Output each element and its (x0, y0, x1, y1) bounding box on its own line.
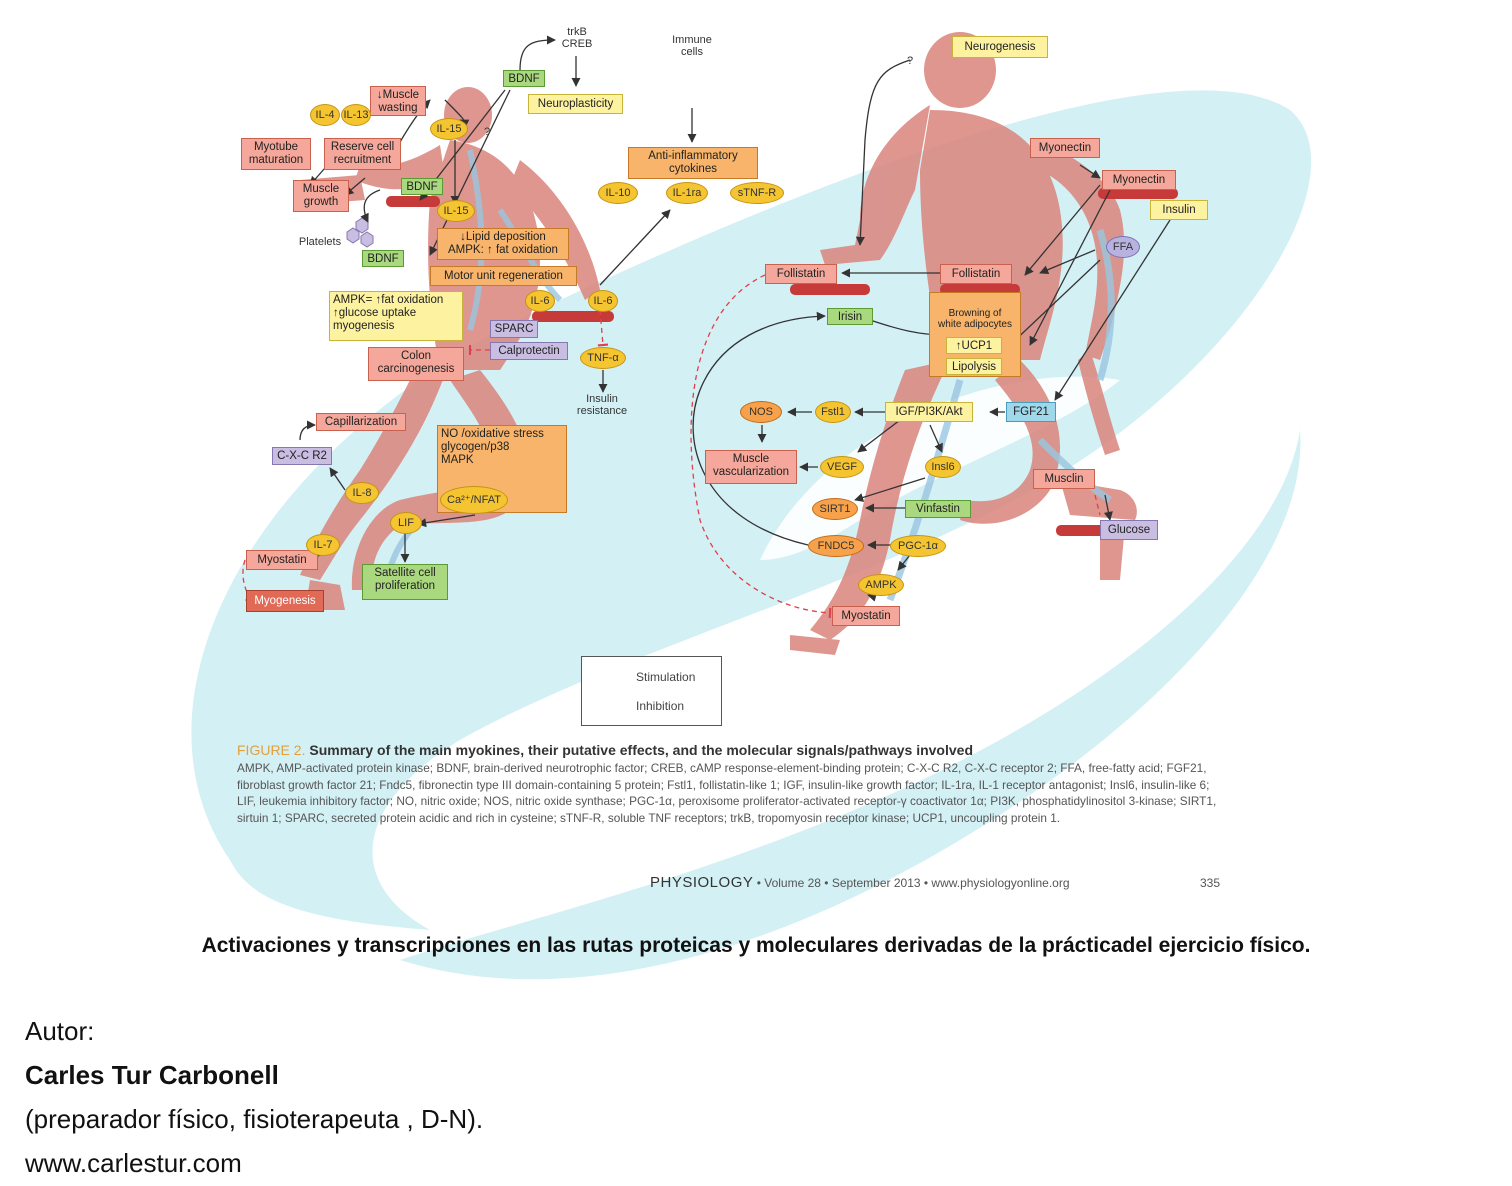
box-follistatin-left: Follistatin (765, 264, 837, 284)
box-glucose: Glucose (1100, 520, 1158, 540)
journal-details: • Volume 28 • September 2013 • www.physi… (753, 876, 1070, 890)
box-lipid-deposition: ↓Lipid deposition AMPK: ↑ fat oxidation (437, 228, 569, 260)
oval-il6-b: IL-6 (588, 290, 618, 312)
box-motor-unit: Motor unit regeneration (430, 266, 577, 286)
box-cxcr2: C-X-C R2 (272, 447, 332, 465)
author-website: www.carlestur.com (25, 1148, 242, 1178)
figure-caption-title: FIGURE 2. Summary of the main myokines, … (237, 742, 1217, 758)
box-myogenesis: Myogenesis (246, 590, 324, 612)
box-myonectin-1: Myonectin (1030, 138, 1100, 158)
stimulation-arrows (297, 35, 1171, 602)
author-label: Autor: (25, 1016, 95, 1046)
oval-insl6: Insl6 (925, 456, 961, 478)
box-ampk-fat-oxidation: AMPK= ↑fat oxidation ↑glucose uptake myo… (329, 291, 463, 341)
box-myostatin-right: Myostatin (832, 606, 900, 626)
oval-il4: IL-4 (310, 104, 340, 126)
box-vinfastin: Vinfastin (905, 500, 971, 518)
box-reserve-cell: Reserve cell recruitment (324, 138, 401, 170)
journal-name: PHYSIOLOGY (650, 874, 754, 891)
box-muscle-wasting: ↓Muscle wasting (370, 86, 426, 116)
box-bdnf-top: BDNF (503, 70, 545, 87)
page-number: 335 (1200, 876, 1221, 890)
label-question-right: ? (906, 55, 914, 67)
box-insulin: Insulin (1150, 200, 1208, 220)
label-immune-cells: Immune cells (672, 34, 712, 58)
oval-sirt1: SIRT1 (812, 498, 858, 520)
box-calprotectin: Calprotectin (490, 342, 568, 360)
box-myonectin-2: Myonectin (1102, 170, 1176, 190)
box-neuroplasticity: Neuroplasticity (528, 94, 623, 114)
box-anti-inflammatory: Anti-inflammatory cytokines (628, 147, 758, 179)
oval-il7: IL-7 (306, 534, 340, 556)
page-headline: Activaciones y transcripciones en las ru… (201, 934, 1311, 957)
box-bdnf-low: BDNF (362, 250, 404, 267)
oval-il13: IL-13 (341, 104, 371, 126)
oval-lif: LIF (390, 512, 422, 534)
box-ucp1: ↑UCP1 (946, 337, 1002, 354)
oval-il15-mid: IL-15 (437, 200, 475, 222)
oval-il8: IL-8 (345, 482, 379, 504)
legend-box (581, 656, 722, 726)
oval-fstl1: Fstl1 (815, 401, 851, 423)
figure-label: FIGURE 2. (237, 742, 306, 758)
oval-il6-a: IL-6 (525, 290, 555, 312)
oval-vegf: VEGF (820, 456, 864, 478)
oval-il15-top: IL-15 (430, 118, 468, 140)
browning-label: Browning of white adipocytes (938, 308, 1012, 330)
label-insulin-resistance: Insulin resistance (576, 393, 628, 417)
box-colon-carcinogenesis: Colon carcinogenesis (368, 347, 464, 381)
oval-il1ra: IL-1ra (666, 182, 708, 204)
box-myotube-maturation: Myotube maturation (241, 138, 311, 170)
box-satellite-cell: Satellite cell proliferation (362, 564, 448, 600)
box-igf-pi3k-akt: IGF/PI3K/Akt (885, 402, 973, 422)
box-myostatin-left: Myostatin (246, 550, 318, 570)
journal-line: PHYSIOLOGY • Volume 28 • September 2013 … (650, 874, 1070, 891)
legend-inhibition: Inhibition (636, 699, 685, 713)
box-muscle-vascularization: Muscle vascularization (705, 450, 797, 484)
box-lipolysis: Lipolysis (946, 358, 1002, 375)
author-role: (preparador físico, fisioterapeuta , D-N… (25, 1104, 484, 1134)
figure-title: Summary of the main myokines, their puta… (309, 742, 973, 758)
legend-stimulation: Stimulation (636, 670, 696, 684)
author-name: Carles Tur Carbonell (25, 1060, 279, 1090)
label-platelets: Platelets (298, 236, 342, 248)
box-muscle-growth: Muscle growth (293, 180, 349, 212)
label-trkb-creb: trkB CREB (561, 26, 593, 50)
oval-ampk: AMPK (858, 574, 904, 596)
oval-pgc1a: PGC-1α (890, 535, 946, 557)
figure-caption-body: AMPK, AMP-activated protein kinase; BDNF… (237, 761, 1217, 825)
box-musclin: Musclin (1033, 469, 1095, 489)
box-irisin: Irisin (827, 308, 873, 325)
oval-ca-nfat: Ca²⁺/NFAT (440, 486, 508, 514)
box-fgf21: FGF21 (1006, 402, 1056, 422)
oval-stnfr: sTNF-R (730, 182, 784, 204)
box-capillarization: Capillarization (316, 413, 406, 431)
box-sparc: SPARC (490, 320, 538, 338)
oval-nos: NOS (740, 401, 782, 423)
box-follistatin-right: Follistatin (940, 264, 1012, 284)
box-neurogenesis: Neurogenesis (952, 36, 1048, 58)
oval-il10: IL-10 (598, 182, 638, 204)
platelets-icon (346, 217, 374, 248)
box-bdnf-mid: BDNF (401, 178, 443, 195)
oval-tnfa: TNF-α (580, 347, 626, 369)
label-question-left: ? (483, 126, 491, 138)
oval-ffa: FFA (1106, 236, 1140, 258)
oval-fndc5: FNDC5 (808, 535, 864, 557)
